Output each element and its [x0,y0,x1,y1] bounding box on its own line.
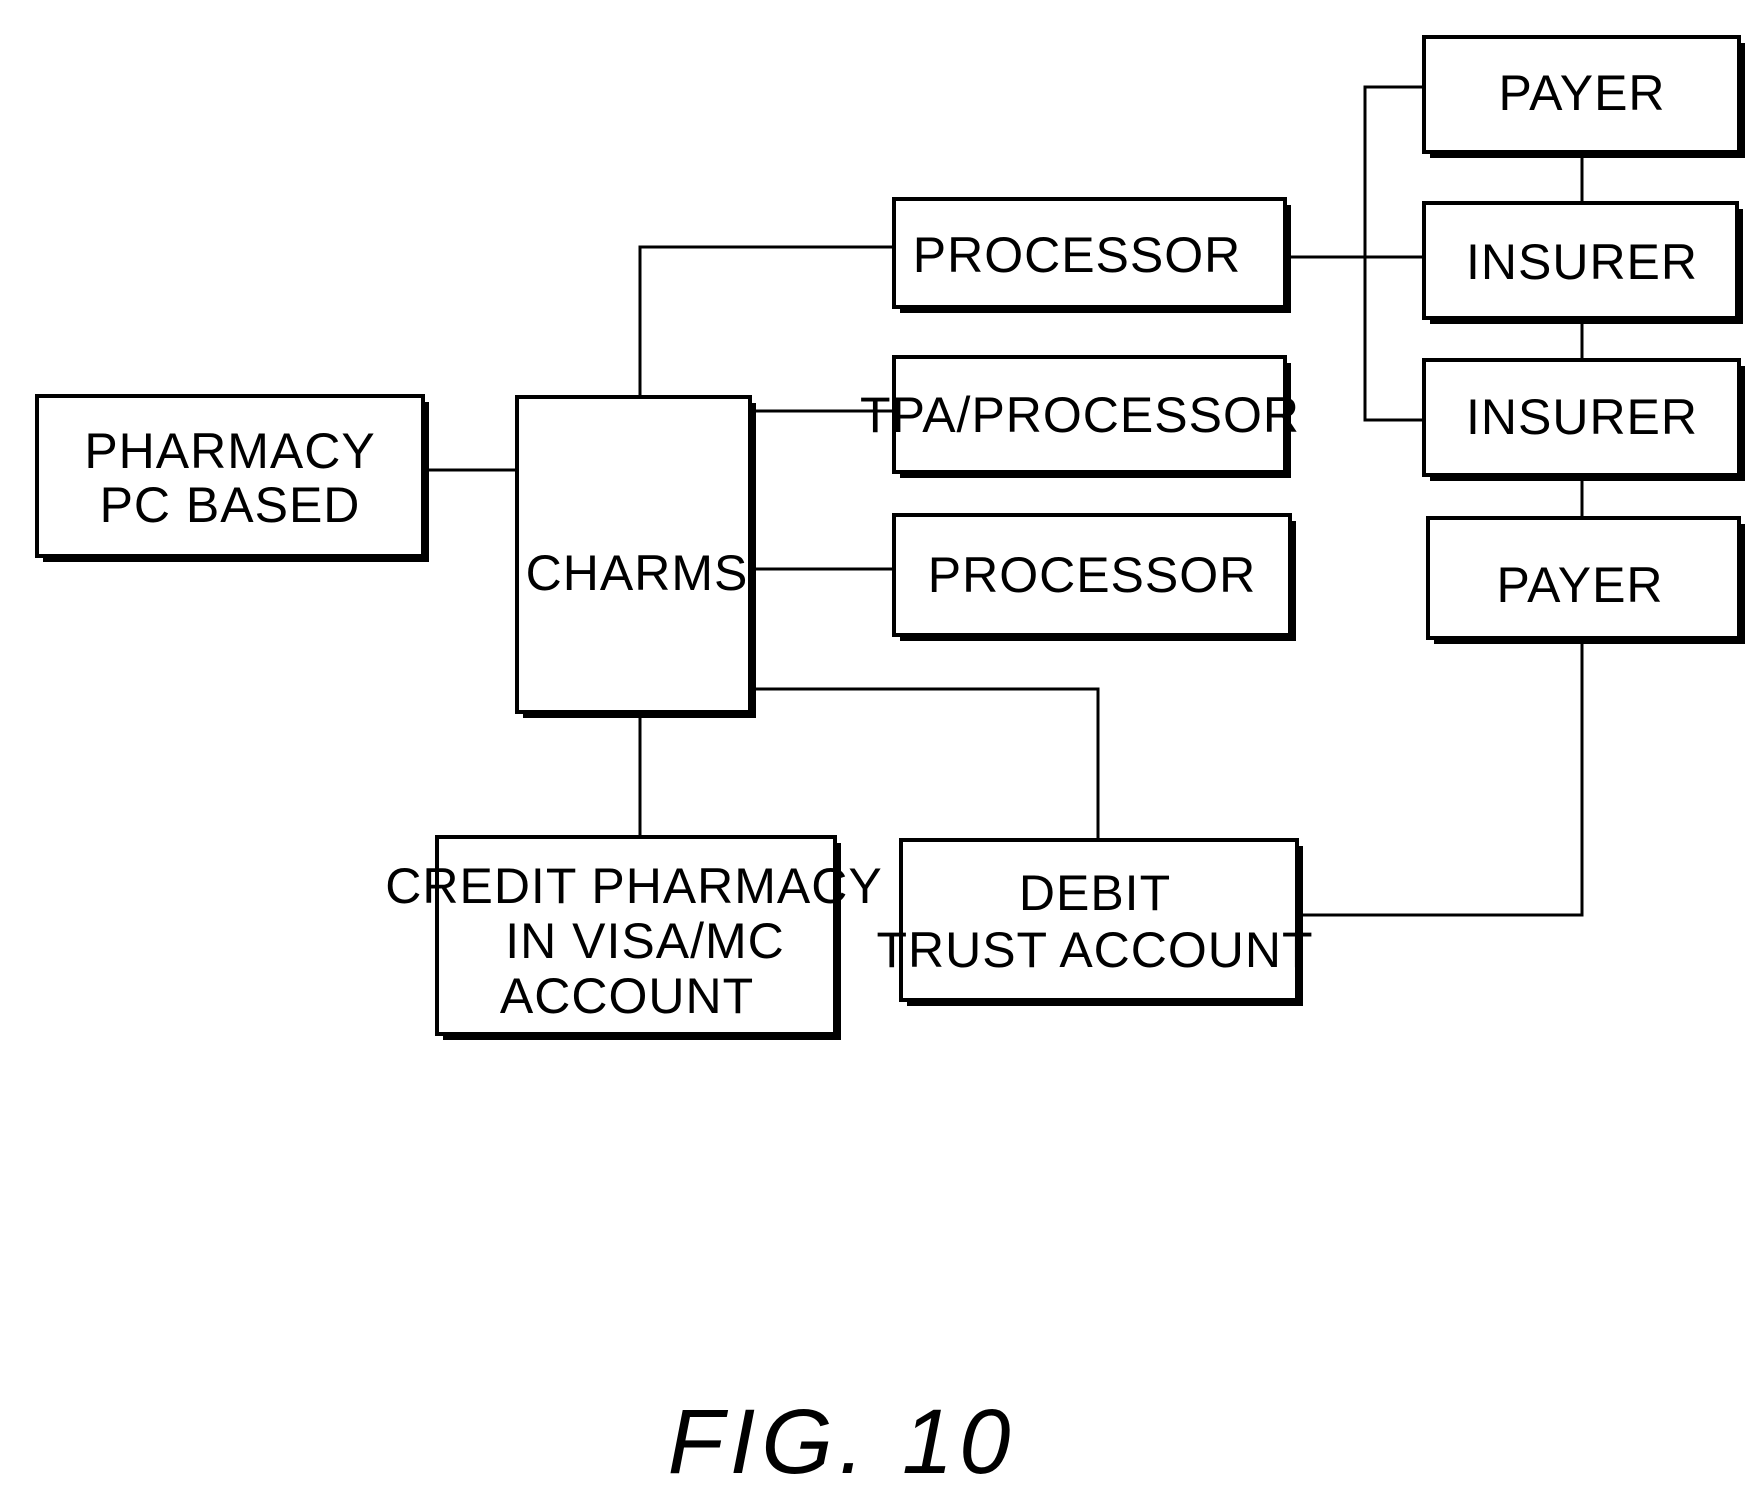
edge-charms-processor-1 [638,245,894,397]
connectors [423,85,1584,917]
node-insurer-1 [1422,201,1743,324]
node-processor-2 [892,513,1296,641]
processor-2-label: PROCESSOR [928,547,1257,603]
charms-label: CHARMS [526,545,749,601]
node-credit-account [435,835,841,1040]
credit-account-label-line-1: CREDIT PHARMACY [385,858,882,914]
payer-1-label: PAYER [1498,65,1665,121]
labels: PHARMACY PC BASED CHARMS PROCESSOR TPA/P… [84,65,1698,1024]
debit-account-label-line-1: DEBIT [1019,865,1171,921]
node-payer-1 [1422,35,1745,158]
figure-caption: FIG. 10 [668,1391,1017,1493]
pharmacy-label-line-2: PC BASED [100,477,361,533]
node-pharmacy [35,394,429,562]
credit-account-label-line-2: IN VISA/MC [505,913,784,969]
pharmacy-label-line-1: PHARMACY [84,423,375,479]
node-payer-2 [1426,516,1745,644]
credit-account-label-line-3: ACCOUNT [500,968,754,1024]
payer-2-label: PAYER [1496,557,1663,613]
debit-account-label-line-2: TRUST ACCOUNT [876,922,1313,978]
node-debit-account [899,838,1303,1006]
processor-1-label: PROCESSOR [913,227,1242,283]
edge-bus-payer-1 [1363,85,1424,422]
tpa-processor-label: TPA/PROCESSOR [860,387,1300,443]
edge-charms-debit-account [750,687,1100,840]
insurer-2-label: INSURER [1466,389,1698,445]
node-processor-1 [892,197,1291,313]
node-insurer-2 [1422,358,1745,481]
insurer-1-label: INSURER [1466,234,1698,290]
edge-payer-2-debit-account [1297,638,1584,917]
node-charms [515,395,756,718]
node-tpa-processor [892,355,1291,478]
